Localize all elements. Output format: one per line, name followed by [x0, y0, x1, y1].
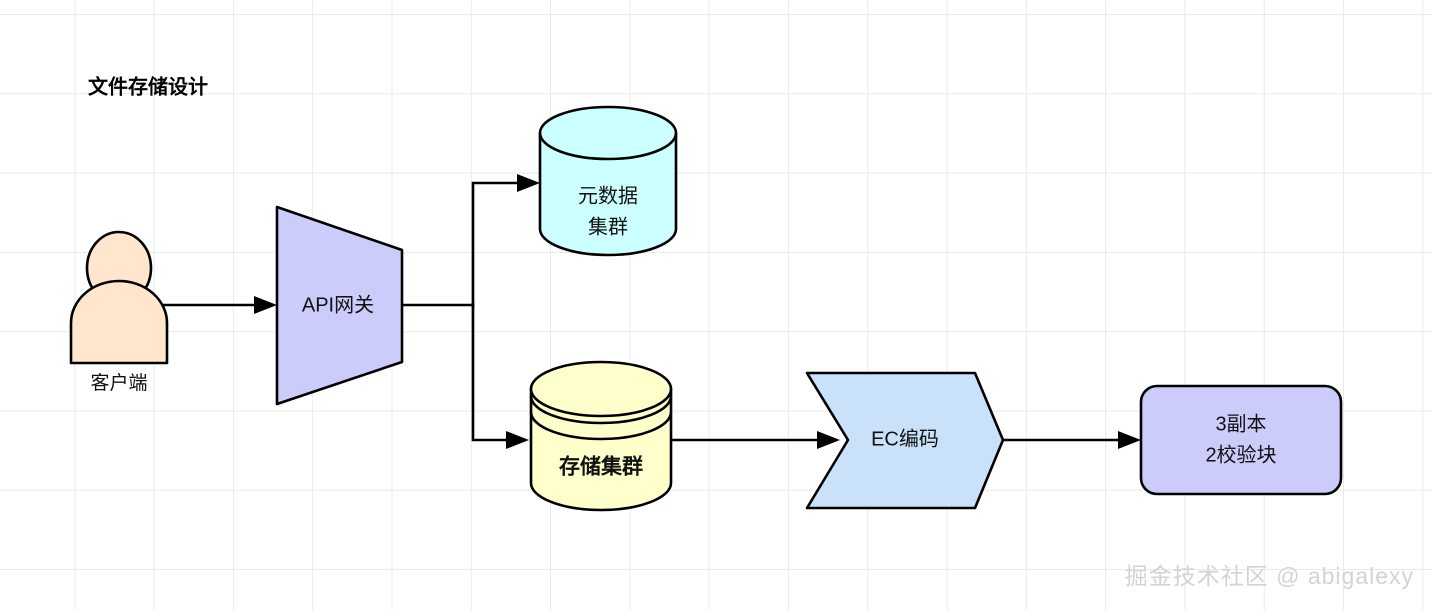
client-label: 客户端 — [90, 372, 147, 394]
connector-branch-to-metadata — [471, 174, 540, 308]
ec-encoding-label: EC编码 — [871, 427, 939, 450]
node-client[interactable]: 客户端 — [69, 230, 169, 394]
metadata-cylinder-top — [538, 105, 678, 161]
connector-branch-to-storage — [471, 302, 529, 449]
metadata-cluster-label-line1: 元数据 — [578, 184, 638, 207]
storage-cylinder-disc-2 — [529, 411, 673, 441]
node-replica-block[interactable]: 3副本 2校验块 — [1139, 384, 1343, 496]
connector-ec-to-replica — [1001, 431, 1141, 449]
replica-block-label-line2: 2校验块 — [1205, 443, 1276, 466]
storage-cylinder-disc-1 — [529, 395, 673, 425]
replica-block-label-line1: 3副本 — [1215, 412, 1266, 435]
ec-encoding-shape — [805, 371, 1005, 510]
api-gateway-shape — [275, 205, 404, 406]
connector-client-to-gateway — [150, 296, 277, 314]
metadata-cylinder-body — [538, 131, 678, 257]
watermark: 掘金技术社区 @ abigalexy — [1125, 563, 1414, 589]
storage-cylinder-top — [529, 360, 673, 418]
page-title: 文件存储设计 — [88, 74, 208, 98]
node-metadata-cluster[interactable]: 元数据 集群 — [538, 105, 678, 257]
storage-cluster-label: 存储集群 — [559, 455, 643, 479]
metadata-cluster-label-line2: 集群 — [588, 215, 628, 238]
client-body-icon — [69, 279, 169, 365]
replica-block-shape — [1139, 384, 1343, 496]
node-api-gateway[interactable]: API网关 — [275, 205, 404, 406]
api-gateway-label: API网关 — [302, 293, 374, 316]
connector-storage-to-ec — [670, 431, 840, 449]
node-storage-cluster[interactable]: 存储集群 — [529, 360, 673, 512]
node-ec-encoding[interactable]: EC编码 — [805, 371, 1005, 510]
